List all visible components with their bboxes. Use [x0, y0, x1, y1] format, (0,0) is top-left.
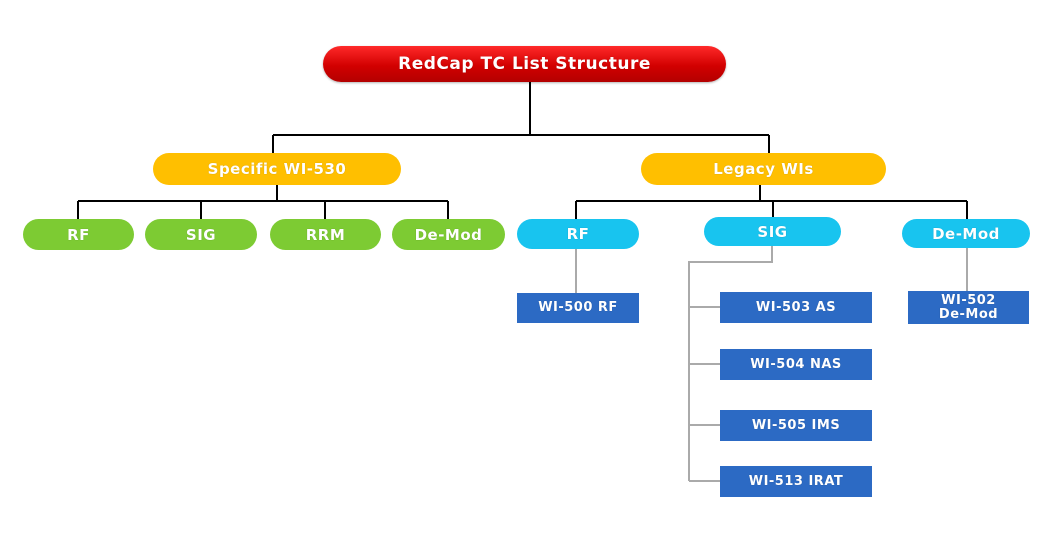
- legacy-wis-node: Legacy WIs: [641, 153, 886, 185]
- specific-connector: [77, 185, 449, 219]
- specific-rrm-node: RRM: [270, 219, 381, 250]
- wi-513-irat-box: WI-513 IRAT: [720, 466, 872, 497]
- legacy-sig-connector: [688, 246, 773, 482]
- specific-demod-node: De-Mod: [392, 219, 505, 250]
- specific-sig-node: SIG: [145, 219, 257, 250]
- wi-500-rf-box: WI-500 RF: [517, 293, 639, 323]
- wi-505-ims-box: WI-505 IMS: [720, 410, 872, 441]
- wi-502-demod-box: WI-502 De-Mod: [908, 291, 1029, 324]
- specific-rf-node: RF: [23, 219, 134, 250]
- legacy-sig-node: SIG: [704, 217, 841, 246]
- legacy-rf-node: RF: [517, 219, 639, 249]
- root-node: RedCap TC List Structure: [323, 46, 726, 82]
- legacy-connector: [575, 185, 968, 219]
- wi-503-as-box: WI-503 AS: [720, 292, 872, 323]
- specific-wi-530-node: Specific WI-530: [153, 153, 401, 185]
- wi-504-nas-box: WI-504 NAS: [720, 349, 872, 380]
- legacy-demod-node: De-Mod: [902, 219, 1030, 248]
- root-connector: [272, 82, 770, 153]
